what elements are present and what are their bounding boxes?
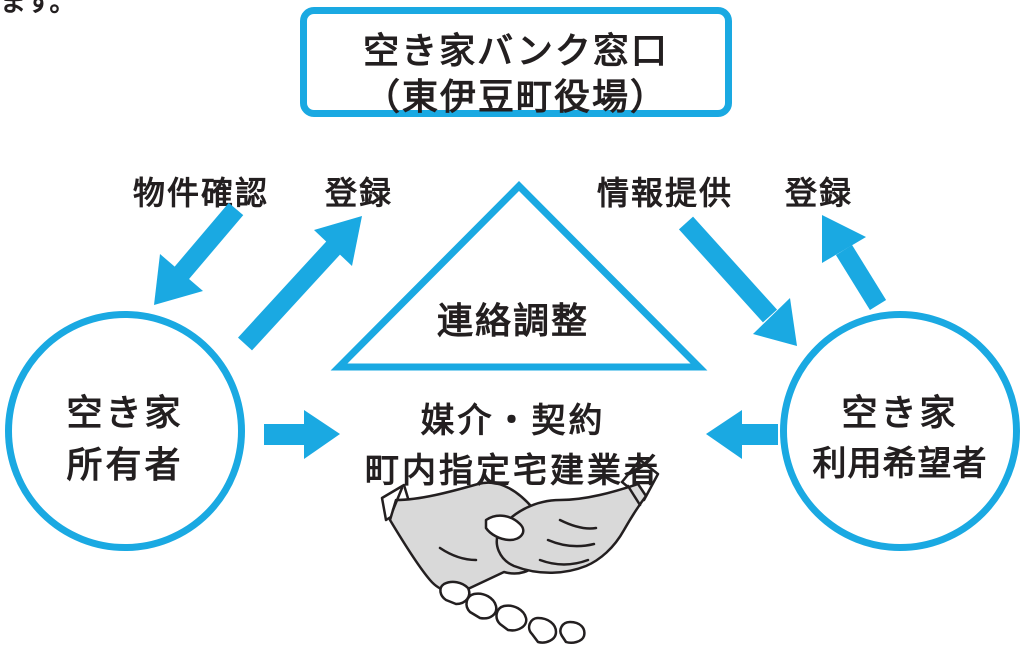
handshake-icon: [380, 458, 660, 644]
arrow-info-provide: [678, 216, 797, 346]
contractor-label: 町内指定宅建業者: [365, 451, 661, 491]
owner-line1: 空き家: [66, 393, 184, 434]
mediation-label: 媒介・契約: [420, 401, 606, 441]
label-info-provide: 情報提供: [597, 174, 734, 212]
user-line1: 空き家: [841, 393, 959, 434]
arrow-register-left: [238, 216, 362, 351]
coordination-triangle: [330, 181, 708, 371]
top-cut-text: ます。: [0, 0, 76, 18]
office-box-subtitle: （東伊豆町役場）: [363, 77, 668, 118]
coordination-label: 連絡調整: [436, 301, 589, 342]
user-line2: 利用希望者: [812, 444, 988, 484]
office-box-title: 空き家バンク窓口: [363, 31, 669, 72]
office-box: 空き家バンク窓口 （東伊豆町役場）: [300, 7, 732, 118]
owner-circle: 空き家 所有者: [5, 311, 245, 551]
label-register-right: 登録: [785, 174, 854, 212]
arrow-property-check: [154, 202, 244, 305]
label-register-left: 登録: [325, 174, 394, 212]
arrow-user-to-center: [706, 410, 778, 459]
owner-line2: 所有者: [66, 445, 184, 486]
user-circle: 空き家 利用希望者: [780, 311, 1020, 551]
label-property-check: 物件確認: [133, 174, 270, 212]
arrow-register-right: [822, 215, 887, 310]
arrow-owner-to-center: [264, 410, 340, 459]
